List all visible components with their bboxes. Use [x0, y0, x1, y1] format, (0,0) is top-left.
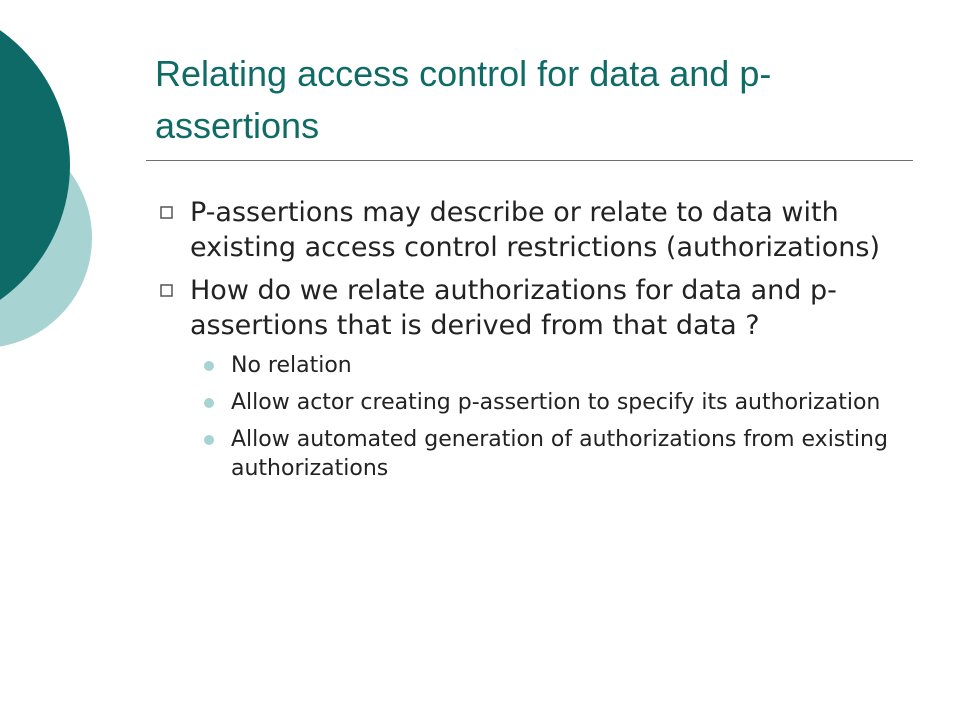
slide-title: Relating access control for data and p-a…: [155, 53, 772, 146]
decorative-circles: [0, 30, 92, 347]
sub-bullet-text: No relation: [231, 353, 352, 378]
sub-bullet-text: Allow actor creating p-assertion to spec…: [231, 390, 881, 415]
sub-bullet-list: No relation Allow actor creating p-asser…: [150, 351, 910, 483]
round-bullet-icon: [204, 398, 214, 408]
bullet-item: How do we relate authorizations for data…: [150, 273, 910, 343]
hollow-square-bullet-icon: [160, 206, 173, 219]
sub-bullet-text: Allow automated generation of authorizat…: [231, 427, 888, 481]
bullet-text: How do we relate authorizations for data…: [190, 275, 837, 341]
sub-bullet-item: Allow actor creating p-assertion to spec…: [204, 388, 910, 417]
round-bullet-icon: [204, 361, 214, 371]
sub-bullet-item: Allow automated generation of authorizat…: [204, 425, 910, 483]
slide-content: P-assertions may describe or relate to d…: [150, 195, 910, 491]
dark-teal-circle: [0, 30, 70, 300]
sub-bullet-item: No relation: [204, 351, 910, 380]
title-divider: [146, 160, 913, 161]
hollow-square-bullet-icon: [160, 284, 173, 297]
bullet-text: P-assertions may describe or relate to d…: [190, 197, 880, 263]
bullet-item: P-assertions may describe or relate to d…: [150, 195, 910, 265]
round-bullet-icon: [204, 435, 214, 445]
